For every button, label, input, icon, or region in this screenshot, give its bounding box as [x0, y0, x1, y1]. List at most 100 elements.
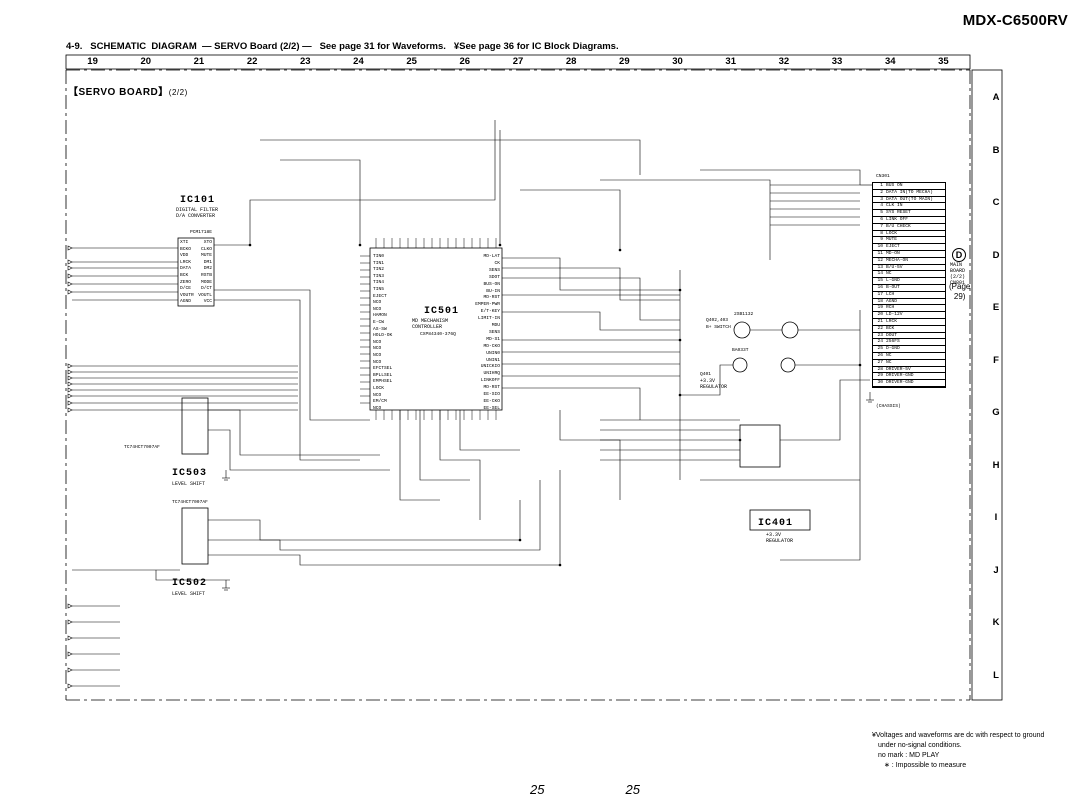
connector-pin-signal: L-GND: [886, 278, 900, 284]
pin-label: TIN4: [373, 280, 385, 286]
pin-label: UNIN1: [486, 357, 500, 363]
connector-pin-number: 1: [880, 183, 883, 188]
connector-pin-signal: DOUT: [886, 332, 898, 338]
connector-pin-number: 13: [877, 264, 883, 270]
connector-target: MAIN BOARD (2/2) CN801: [950, 262, 966, 286]
connector-pin-signal: DATA OUT(TO MAIN): [886, 196, 933, 202]
q402-part: 2SB1132: [734, 312, 754, 317]
pin-label: E-CW: [373, 320, 385, 325]
pin-label: NCO: [373, 339, 382, 345]
connector-pin-signal: MD-ON: [886, 250, 900, 256]
connector-pin-number: 28: [877, 366, 883, 372]
connector-pin-number: 6: [880, 216, 883, 222]
connector-pin-signal: SYS RESET: [886, 210, 911, 216]
model-number: MDX-C6500RV: [962, 12, 1068, 29]
ic101-label: IC101: [180, 195, 216, 206]
ic501-label: IC501: [424, 306, 460, 317]
connector-pin-signal: LRCK: [886, 318, 898, 324]
pin-label: MD-RST: [483, 295, 500, 301]
connector-pin-number: 3: [880, 196, 883, 202]
connector-pin-number: 4: [880, 203, 883, 209]
diagram-heading: 4-9. SCHEMATIC DIAGRAM — SERVO Board (2/…: [66, 41, 619, 52]
pin-label: LOCK: [373, 386, 385, 391]
column-label: 25: [406, 56, 417, 67]
pin-label: MUTE: [200, 253, 212, 259]
pin-label: TIN3: [373, 273, 385, 279]
pin-label: NCO: [373, 300, 382, 306]
connector-pin-number: 2: [880, 189, 883, 195]
column-label: 31: [725, 56, 736, 67]
column-label: 33: [831, 56, 843, 67]
pin-label: TIN2: [373, 267, 385, 273]
connector-pin-number: 21: [877, 318, 883, 324]
pin-label: NCO: [373, 346, 382, 352]
connector-pin-number: 12: [877, 257, 883, 263]
pin-label: LRCK: [180, 259, 192, 265]
column-label: 34: [884, 56, 896, 67]
q402-label: Q402,403: [706, 318, 729, 323]
pin-label: VOUTR: [180, 292, 194, 298]
pin-label: DM2: [203, 266, 212, 272]
row-label: H: [992, 459, 1000, 471]
pin-label: MD-LAT: [483, 254, 500, 259]
row-label: F: [993, 354, 999, 366]
ic-block-note: ¥See page 36 for IC Block Diagrams.: [453, 41, 619, 52]
ic401-label: IC401: [758, 518, 794, 529]
row-label: E: [992, 302, 1000, 313]
column-label: 30: [672, 56, 683, 67]
connector-pin-number: 7: [880, 223, 883, 229]
ic503-label: IC503: [172, 468, 208, 479]
row-label: C: [992, 197, 1000, 208]
connector-pin-signal: BCK: [886, 325, 895, 331]
connector-pin-signal: DRIVER-GND: [886, 380, 914, 386]
pin-label: TIN5: [373, 287, 385, 292]
connector-pin-signal: DRIVER-5V: [886, 366, 911, 372]
pin-label: D/CE: [180, 286, 192, 292]
diagram-title: SCHEMATIC DIAGRAM — SERVO Board (2/2) —: [90, 41, 312, 52]
pin-label: AS-SW: [373, 326, 387, 332]
pin-label: D/CT: [200, 286, 212, 292]
pin-label: NCO: [373, 392, 382, 398]
page-number-left: 25: [530, 782, 545, 797]
pin-label: SENS: [488, 329, 500, 335]
pin-label: BU-IN: [486, 288, 500, 294]
connector-pin-signal: MECHA-ON: [886, 257, 909, 263]
pin-label: NCO: [373, 306, 382, 312]
column-label: 27: [512, 56, 524, 67]
waveform-note: See page 31 for Waveforms.: [319, 41, 446, 52]
connector-name: CN301: [876, 174, 890, 179]
ic101-desc: DIGITAL FILTER D/A CONVERTER: [176, 207, 219, 219]
connector-pin-signal: NC: [886, 359, 892, 365]
connector-pin-number: 20: [877, 312, 883, 318]
pin-label: SDOT: [488, 274, 500, 280]
pin-label: RSTB: [200, 273, 212, 278]
pin-label: SENS: [488, 267, 500, 273]
column-label: 28: [565, 56, 577, 67]
pin-label: VOUTL: [198, 292, 212, 298]
connector-pin-signal: EJECT: [886, 244, 900, 250]
row-label: I: [994, 512, 998, 523]
pin-label: XTO: [203, 240, 212, 245]
pin-label: NCO: [373, 353, 382, 358]
connector-pin-signal: 256FS: [886, 339, 900, 345]
ic503-desc: LEVEL SHIFT: [172, 481, 206, 487]
pin-label: XTI: [180, 240, 189, 245]
connector-pin-number: 8: [880, 230, 883, 236]
board-title: 【SERVO BOARD】(2/2): [68, 87, 188, 98]
page-reference: (Page 29): [949, 282, 971, 301]
